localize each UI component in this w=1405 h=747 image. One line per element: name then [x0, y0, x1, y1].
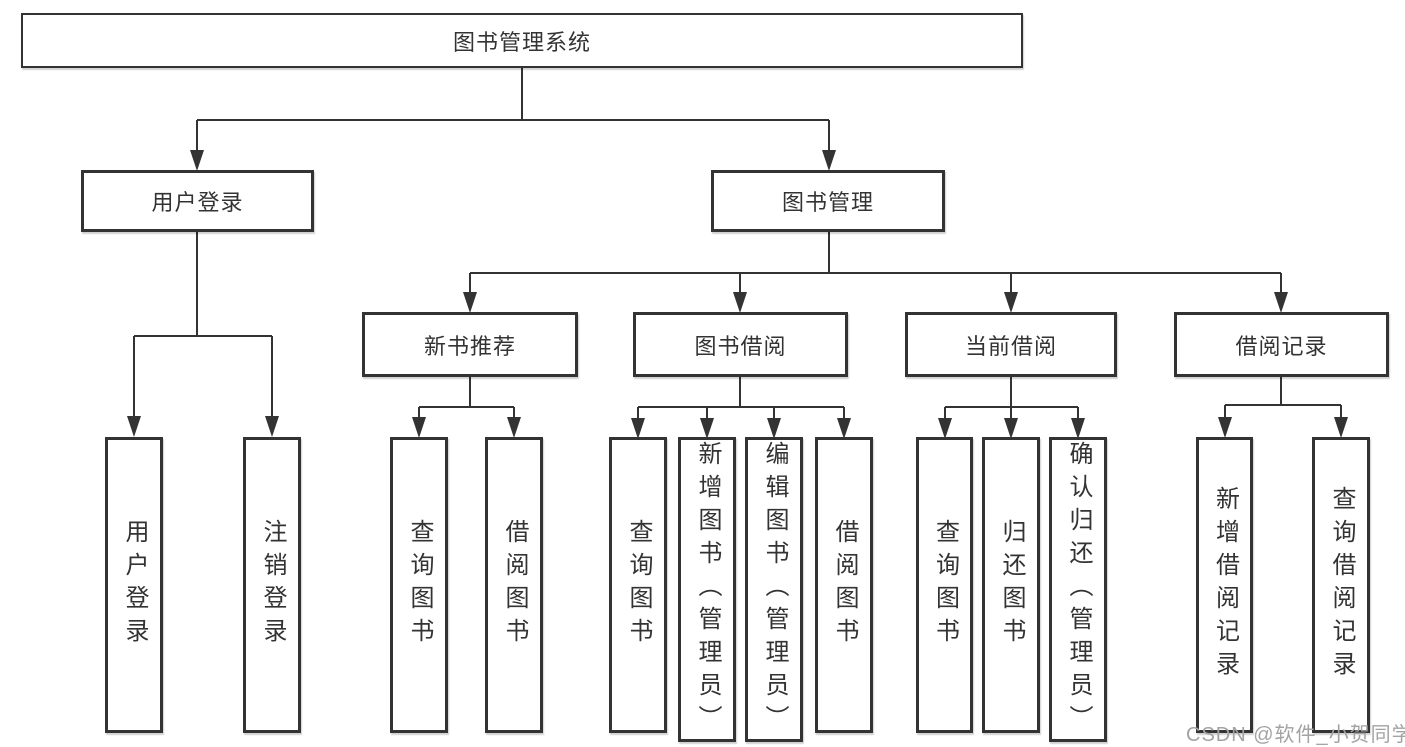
node-new-book-recommend: 新书推荐 [362, 312, 578, 377]
leaf-query-books-borrowing: 查询图书 [609, 437, 667, 733]
node-book-borrowing: 图书借阅 [633, 312, 848, 377]
connector-new-book-branch [418, 377, 515, 435]
node-book-management: 图书管理 [711, 170, 945, 232]
node-library-management-system: 图书管理系统 [21, 13, 1023, 68]
connector-borrowing-records-branch [1224, 377, 1342, 435]
connector-user-login-branch [133, 232, 273, 434]
leaf-borrow-books-recommend: 借阅图书 [485, 437, 543, 733]
csdn-watermark: CSDN @软件_小贺同学 [1186, 724, 1405, 746]
leaf-query-borrow-record: 查询借阅记录 [1312, 437, 1370, 733]
connector-book-borrowing-branch [637, 377, 845, 436]
leaf-return-book: 归还图书 [982, 437, 1040, 733]
connector-root-to-level2 [196, 68, 830, 168]
leaf-add-borrow-record: 新增借阅记录 [1196, 437, 1253, 733]
node-borrowing-records: 借阅记录 [1174, 312, 1389, 377]
leaf-edit-book-admin: 编辑图书（管理员） [745, 437, 803, 742]
leaf-logout: 注销登录 [243, 437, 301, 733]
leaf-confirm-return-admin: 确认归还（管理员） [1049, 437, 1107, 742]
node-current-borrowing: 当前借阅 [905, 312, 1117, 377]
leaf-borrow-books-borrowing: 借阅图书 [815, 437, 873, 733]
leaf-query-books-recommend: 查询图书 [390, 437, 448, 733]
arrowheads [127, 150, 1348, 439]
leaf-add-book-admin: 新增图书（管理员） [678, 437, 736, 742]
node-user-login: 用户登录 [81, 170, 314, 232]
leaf-user-login: 用户登录 [105, 437, 163, 733]
leaf-query-books-current: 查询图书 [916, 437, 973, 733]
connector-book-management-branch [469, 232, 1282, 310]
